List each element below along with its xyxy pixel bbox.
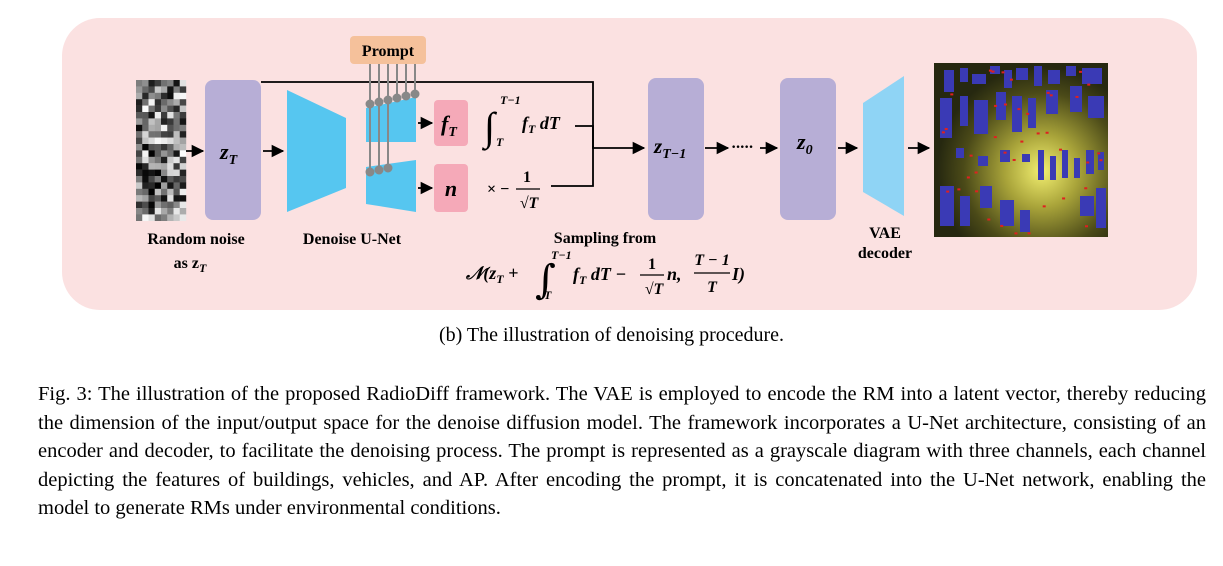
svg-text:√T: √T <box>520 195 540 212</box>
n-label: n <box>445 176 457 201</box>
ft-box <box>434 100 468 146</box>
zt1-label: zT−1 <box>653 134 686 162</box>
random-noise-image <box>136 80 187 221</box>
zt-latent-block <box>205 80 261 220</box>
prompt-label: Prompt <box>362 43 415 60</box>
unet-label: Denoise U-Net <box>303 231 402 248</box>
prompt-box <box>350 36 426 64</box>
zt1-latent-block <box>648 78 704 220</box>
integral-bracket <box>575 125 594 149</box>
svg-text:∫: ∫ <box>481 104 498 151</box>
svg-text:∫: ∫ <box>535 257 556 303</box>
vae-label-line1: VAE <box>869 225 901 242</box>
scale-bracket <box>551 146 594 187</box>
noise-label-line1: Random noise <box>147 231 244 248</box>
vae-label-line2: decoder <box>858 245 912 262</box>
sampling-label: Sampling from <box>554 230 657 247</box>
svg-text:T: T <box>496 135 504 149</box>
svg-text:T−1: T−1 <box>551 248 572 262</box>
svg-text:T: T <box>707 279 718 296</box>
svg-text:1: 1 <box>648 256 656 273</box>
svg-text:fT dT −: fT dT − <box>573 264 626 287</box>
diagram-panel <box>62 18 1197 310</box>
figure-caption: Fig. 3: The illustration of the proposed… <box>38 383 1206 519</box>
svg-text:I): I) <box>731 264 745 285</box>
integral-expression: ∫ T−1 T fT dT <box>481 93 561 151</box>
n-box <box>434 164 468 212</box>
z0-label: z0 <box>796 129 813 158</box>
svg-text:T: T <box>544 288 552 302</box>
svg-text:1: 1 <box>523 169 531 186</box>
svg-text:√T: √T <box>645 281 665 298</box>
svg-text:n,: n, <box>667 264 682 284</box>
svg-text:fT dT: fT dT <box>522 113 561 136</box>
denoise-unet-shape <box>287 90 346 212</box>
svg-text:T−1: T−1 <box>500 93 521 107</box>
svg-text:𝒩(zT +: 𝒩(zT + <box>465 263 518 286</box>
radio-map-output <box>934 63 1108 237</box>
scale-expression: × − 1 √T <box>487 169 540 212</box>
zt-label: zT <box>219 139 239 168</box>
subcaption: (b) The illustration of denoising proced… <box>438 324 785 346</box>
dots: ····· <box>731 139 753 156</box>
prompt-wires <box>365 64 420 177</box>
vae-decoder-shape <box>863 76 904 216</box>
svg-text:× −: × − <box>487 181 509 198</box>
sampling-formula: 𝒩(zT + ∫ T−1 T fT dT − 1 √T n, T − 1 T I… <box>465 248 745 303</box>
ft-label: fT <box>441 111 458 140</box>
svg-text:T − 1: T − 1 <box>694 252 729 269</box>
z0-latent-block <box>780 78 836 220</box>
denoising-diagram: Random noise as zT zT Denoise U-Net Prom… <box>62 18 1197 310</box>
noise-label-line2: as zT <box>174 255 207 275</box>
